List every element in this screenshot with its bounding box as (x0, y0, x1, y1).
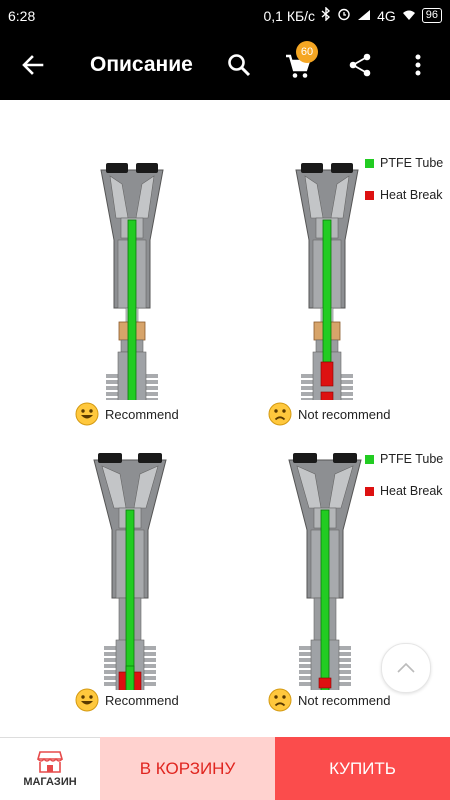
bluetooth-icon (321, 6, 331, 24)
legend-label: PTFE Tube (380, 156, 444, 170)
legend-item-ptfe: PTFE Tube (365, 452, 443, 466)
shop-label: МАГАЗИН (23, 775, 77, 788)
heatbreak-swatch (365, 190, 374, 200)
app-bar: Описание 60 (0, 32, 450, 100)
hotend-panel: PTFE Tube Heat Break Not recommend (225, 100, 450, 453)
hotend-panel: Recommend (0, 390, 225, 743)
battery-level: 96 (421, 8, 442, 23)
page-title: Описание (90, 53, 193, 76)
heatbreak-swatch (365, 486, 374, 496)
hotend-diagram (93, 453, 167, 743)
legend-item-ptfe: PTFE Tube (365, 156, 443, 170)
rating-label: Not recommend (298, 692, 391, 708)
legend: PTFE Tube Heat Break (365, 156, 443, 220)
wifi-icon (402, 8, 416, 24)
legend-label: PTFE Tube (380, 452, 444, 466)
legend: PTFE Tube Heat Break (365, 452, 443, 516)
hotend-panel: Recommend (0, 100, 225, 453)
hotend-diagram (294, 163, 359, 453)
not-recommend-rating: Not recommend (268, 402, 390, 426)
happy-face-icon (75, 402, 99, 426)
chevron-up-icon (397, 662, 415, 673)
bottom-action-bar: МАГАЗИН В КОРЗИНУ КУПИТЬ (0, 737, 450, 800)
more-vert-icon[interactable] (414, 52, 422, 82)
legend-item-heatbreak: Heat Break (365, 188, 443, 202)
status-bar: 6:28 0,1 КБ/с 4G 96 (0, 0, 450, 32)
rating-label: Recommend (105, 406, 179, 422)
signal-icon (357, 8, 371, 24)
store-icon (37, 750, 63, 773)
cart-count-badge: 60 (296, 41, 318, 63)
rating-label: Recommend (105, 692, 179, 708)
status-icons: 0,1 КБ/с 4G 96 (263, 6, 442, 24)
add-to-cart-button[interactable]: В КОРЗИНУ (100, 737, 275, 800)
status-time: 6:28 (8, 8, 36, 24)
search-icon[interactable] (226, 52, 252, 82)
not-recommend-rating: Not recommend (268, 688, 390, 712)
scroll-to-top-button[interactable] (381, 643, 431, 693)
hotend-diagram (99, 163, 164, 453)
arrow-back-icon[interactable] (20, 52, 46, 82)
alarm-icon (337, 7, 351, 24)
legend-label: Heat Break (380, 484, 443, 498)
sad-face-icon (268, 688, 292, 712)
sad-face-icon (268, 402, 292, 426)
buy-button[interactable]: КУПИТЬ (275, 737, 450, 800)
description-content: Recommend (0, 100, 450, 743)
ptfe-swatch (365, 454, 374, 464)
legend-label: Heat Break (380, 188, 443, 202)
rating-label: Not recommend (298, 406, 391, 422)
share-icon[interactable] (348, 52, 372, 82)
recommend-rating: Recommend (75, 402, 179, 426)
recommend-rating: Recommend (75, 688, 179, 712)
happy-face-icon (75, 688, 99, 712)
network-speed: 0,1 КБ/с (263, 7, 316, 24)
network-type: 4G (377, 7, 396, 24)
legend-item-heatbreak: Heat Break (365, 484, 443, 498)
shop-button[interactable]: МАГАЗИН (0, 737, 100, 800)
ptfe-swatch (365, 158, 374, 168)
